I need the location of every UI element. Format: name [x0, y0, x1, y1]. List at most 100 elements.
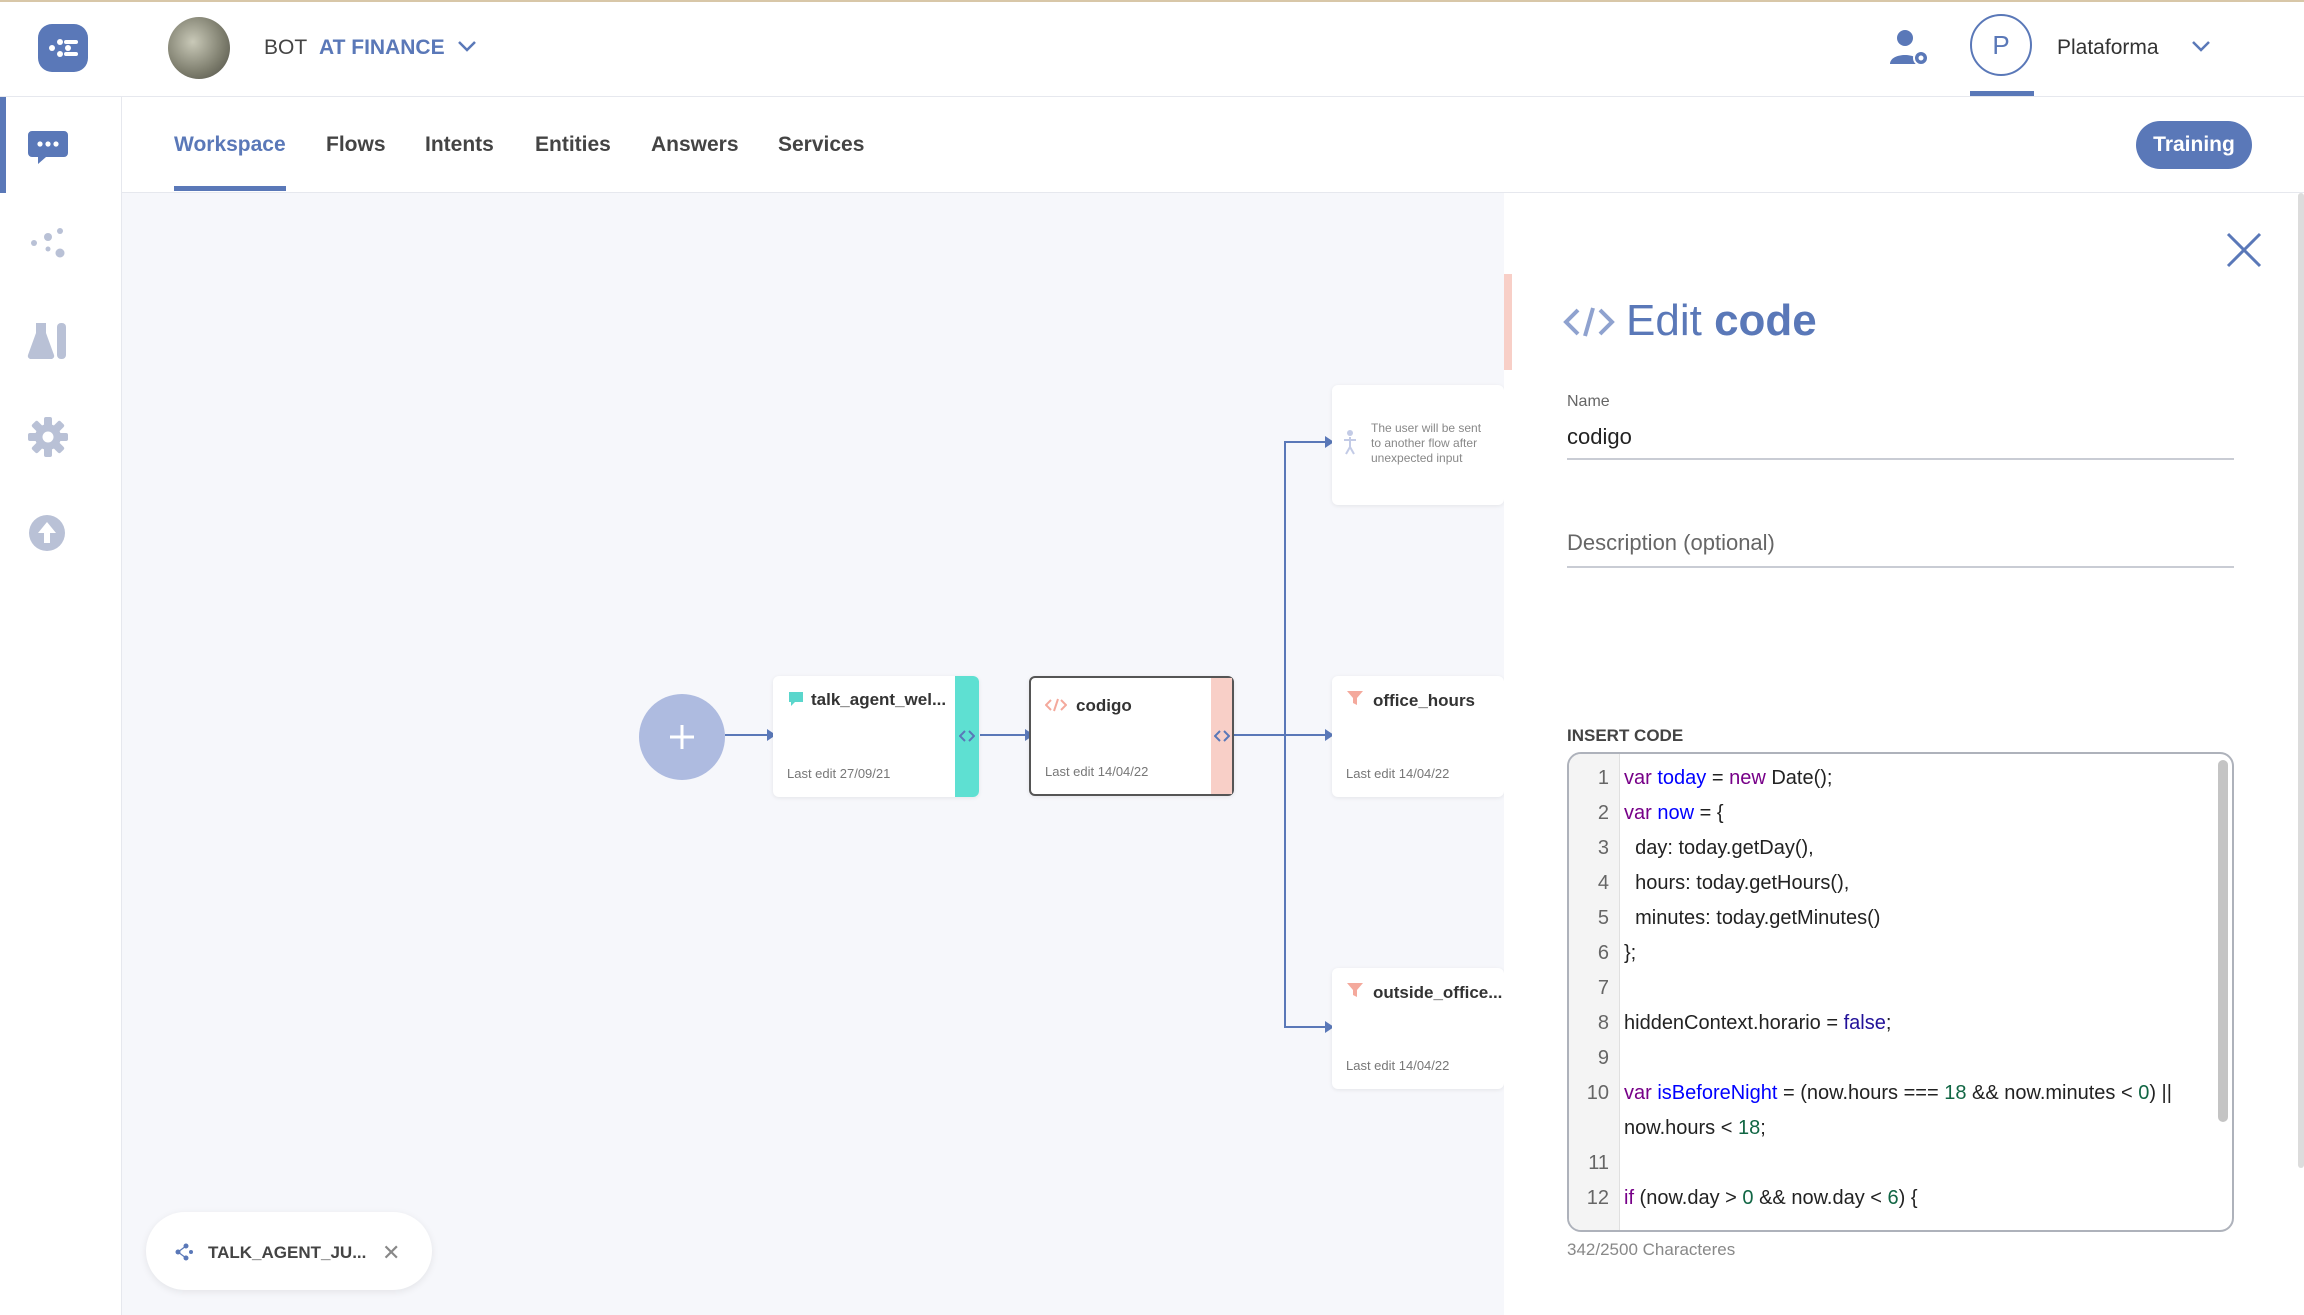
code-token: today [1657, 767, 1707, 789]
line-number: 4 [1597, 872, 1609, 894]
message-icon [789, 692, 803, 706]
flow-chip-label: TALK_AGENT_JU... [208, 1243, 367, 1262]
app-logo[interactable] [38, 24, 88, 72]
sidebar [0, 97, 122, 1315]
node-last-edit: Last edit 14/04/22 [1346, 766, 1450, 781]
tab-answers[interactable]: Answers [651, 133, 739, 156]
panel-scrollbar[interactable] [2298, 193, 2304, 1168]
fallback-line: The user will be sent [1371, 421, 1482, 435]
code-token: isBeforeNight [1657, 1082, 1778, 1104]
line-number-gutter: 1 2 3 4 5 6 7 8 9 10 11 12 [1569, 754, 1620, 1230]
line-number: 12 [1586, 1187, 1609, 1209]
code-token: var [1624, 802, 1652, 824]
node-title: talk_agent_wel... [811, 690, 947, 709]
node-connector-handle[interactable] [1211, 678, 1232, 794]
code-token: hiddenContext.horario = [1624, 1012, 1844, 1034]
node-last-edit: Last edit 27/09/21 [787, 766, 891, 781]
node-title: office_hours [1373, 691, 1476, 710]
code-arrows-icon [1214, 730, 1230, 742]
fallback-line: unexpected input [1371, 451, 1463, 465]
connector [1284, 441, 1328, 443]
node-title: outside_office... [1373, 983, 1503, 1002]
close-icon[interactable]: ✕ [382, 1240, 401, 1265]
code-token: (now.day > [1634, 1187, 1743, 1209]
node-last-edit: Last edit 14/04/22 [1346, 1058, 1450, 1073]
line-number: 9 [1597, 1047, 1609, 1069]
tab-flows[interactable]: Flows [326, 133, 386, 156]
upload-icon[interactable] [26, 511, 70, 560]
fallback-description: The user will be sent to another flow af… [1371, 421, 1481, 466]
training-button[interactable]: Training [2136, 121, 2252, 169]
name-input[interactable]: codigo [1567, 424, 1632, 449]
tab-bar [122, 97, 2304, 193]
node-connector-handle[interactable] [955, 676, 979, 797]
arrow-icon [1325, 436, 1334, 448]
panel-title-light: Edit [1626, 296, 1702, 345]
editor-scrollbar[interactable] [2218, 760, 2228, 1122]
tab-workspace[interactable]: Workspace [174, 133, 286, 156]
filter-icon [1347, 983, 1363, 997]
flow-node-office-hours[interactable]: office_hours Last edit 14/04/22 [1332, 676, 1504, 797]
code-line: now.hours < 18; [1624, 1117, 1766, 1140]
profile-name[interactable]: Plataforma [2057, 36, 2159, 59]
character-count: 342/2500 Characteres [1567, 1240, 1736, 1259]
user-settings-icon[interactable] [1888, 26, 1932, 75]
connector [1284, 441, 1286, 1028]
tab-entities[interactable]: Entities [535, 133, 611, 156]
close-panel-button[interactable] [2222, 228, 2266, 272]
code-editor[interactable]: 1 2 3 4 5 6 7 8 9 10 11 12 var today = n… [1567, 752, 2234, 1232]
tab-services[interactable]: Services [778, 133, 865, 156]
network-icon[interactable] [26, 223, 70, 268]
current-flow-chip[interactable] [146, 1212, 432, 1290]
bot-name[interactable]: AT FINANCE [319, 36, 445, 59]
line-number: 2 [1597, 802, 1609, 824]
chevron-down-icon[interactable] [456, 38, 478, 59]
line-number: 11 [1588, 1152, 1609, 1174]
chat-icon[interactable] [26, 127, 70, 172]
arrow-icon [767, 729, 776, 741]
code-line: if (now.day > 0 && now.day < 6) { [1624, 1187, 1918, 1210]
name-label: Name [1567, 393, 1610, 410]
code-token: now [1657, 802, 1695, 824]
code-line: hours: today.getHours(), [1624, 872, 1850, 894]
gear-icon[interactable] [26, 415, 70, 464]
person-icon [1344, 430, 1356, 455]
top-bar [0, 2, 2304, 97]
panel-title-bold: code [1714, 296, 1817, 345]
description-input[interactable]: Description (optional) [1567, 530, 1775, 555]
code-token: && now.minutes < [1966, 1082, 2139, 1104]
code-icon [1563, 307, 1615, 337]
flow-node-talk-agent[interactable]: talk_agent_wel... Last edit 27/09/21 [773, 676, 979, 797]
code-token: 18 [1737, 1117, 1761, 1139]
plus-icon [670, 725, 694, 749]
chevron-down-icon[interactable] [2190, 38, 2212, 59]
lab-icon[interactable] [26, 319, 70, 368]
code-line: var isBeforeNight = (now.hours === 18 &&… [1624, 1082, 2172, 1105]
line-number: 3 [1597, 837, 1609, 859]
tab-intents[interactable]: Intents [425, 133, 494, 156]
flow-node-outside-office[interactable]: outside_office... Last edit 14/04/22 [1332, 968, 1504, 1089]
code-token: 6 [1887, 1187, 1899, 1209]
line-number: 10 [1586, 1082, 1609, 1104]
line-number: 5 [1597, 907, 1609, 929]
add-node-button[interactable] [639, 694, 725, 780]
sidebar-active-indicator [0, 97, 6, 193]
node-title: codigo [1076, 696, 1132, 715]
code-line: day: today.getDay(), [1624, 837, 1814, 859]
fallback-line: to another flow after [1371, 436, 1478, 450]
bot-label: BOT [264, 36, 308, 59]
line-number: 6 [1597, 942, 1609, 964]
code-line: var today = new Date(); [1624, 767, 1832, 790]
tab-active-indicator [174, 186, 286, 191]
code-line: hiddenContext.horario = false; [1624, 1012, 1891, 1035]
flow-icon [175, 1243, 193, 1261]
code-icon [1045, 698, 1067, 712]
flow-node-codigo[interactable]: codigo Last edit 14/04/22 [1029, 676, 1234, 796]
connector [980, 734, 1028, 736]
connector [1284, 1026, 1328, 1028]
code-token: = (now.hours === [1777, 1082, 1945, 1104]
top-accent-line [0, 0, 2304, 2]
profile-avatar[interactable]: P [1970, 14, 2032, 76]
panel-accent-tab [1504, 274, 1512, 370]
flow-node-fallback[interactable]: The user will be sent to another flow af… [1332, 385, 1504, 505]
